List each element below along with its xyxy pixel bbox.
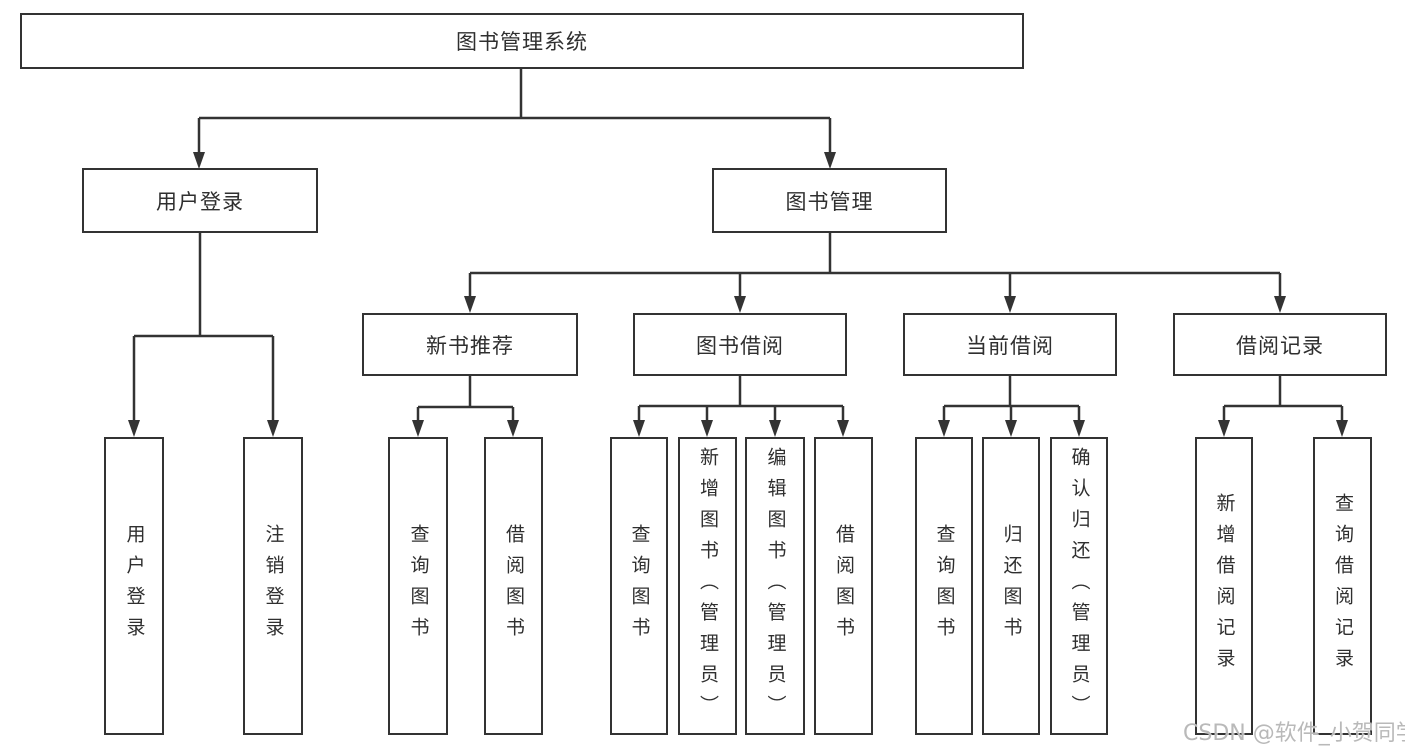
leaf-query-books-current-label: 查询图书 (933, 524, 956, 648)
node-book-borrowing-label: 图书借阅 (696, 333, 784, 358)
leaf-edit-books-admin-label: 编辑图书（管理员） (764, 446, 787, 726)
watermark: CSDN @软件_小贺同学 (1183, 721, 1405, 746)
connector-book-borrowing-children (633, 376, 849, 437)
node-current-borrowing: 当前借阅 (903, 313, 1117, 376)
leaf-borrow-books-borrowing-label: 借阅图书 (833, 524, 855, 648)
leaf-query-borrow-record: 查询借阅记录 (1313, 437, 1372, 735)
leaf-add-books-admin-label: 新增图书（管理员） (697, 446, 719, 726)
leaf-return-books: 归还图书 (982, 437, 1040, 735)
leaf-add-books-admin: 新增图书（管理员） (678, 437, 737, 735)
node-borrowing-records: 借阅记录 (1173, 313, 1387, 376)
node-root-label: 图书管理系统 (456, 30, 588, 54)
leaf-query-borrow-record-label: 查询借阅记录 (1332, 493, 1354, 679)
leaf-return-books-label: 归还图书 (1000, 524, 1023, 648)
node-new-book-recommend: 新书推荐 (362, 313, 578, 376)
connector-current-borrowing-children (938, 376, 1085, 437)
node-current-borrowing-label: 当前借阅 (966, 333, 1054, 358)
leaf-logout: 注销登录 (243, 437, 303, 735)
leaf-query-books-borrowing: 查询图书 (610, 437, 668, 735)
leaf-query-books-recommend: 查询图书 (388, 437, 448, 735)
node-book-management: 图书管理 (712, 168, 947, 233)
connector-user-login-children (128, 233, 279, 437)
leaf-confirm-return-admin-label: 确认归还（管理员） (1068, 446, 1091, 726)
leaf-query-books-recommend-label: 查询图书 (407, 524, 430, 648)
node-root: 图书管理系统 (20, 13, 1024, 69)
leaf-edit-books-admin: 编辑图书（管理员） (745, 437, 805, 735)
leaf-add-borrow-record-label: 新增借阅记录 (1213, 493, 1236, 679)
node-borrowing-records-label: 借阅记录 (1236, 333, 1324, 358)
leaf-borrow-books-recommend: 借阅图书 (484, 437, 543, 735)
node-book-management-label: 图书管理 (785, 189, 874, 214)
leaf-user-login-label: 用户登录 (123, 524, 146, 648)
connector-root-to-level2 (193, 69, 836, 169)
leaf-logout-label: 注销登录 (262, 524, 285, 648)
leaf-borrow-books-borrowing: 借阅图书 (814, 437, 873, 735)
connector-new-book-children (412, 376, 519, 437)
node-book-borrowing: 图书借阅 (633, 313, 847, 376)
leaf-add-borrow-record: 新增借阅记录 (1195, 437, 1253, 735)
leaf-query-books-current: 查询图书 (915, 437, 973, 735)
connector-borrowing-records-children (1218, 376, 1348, 437)
node-user-login-label: 用户登录 (156, 189, 244, 214)
leaf-confirm-return-admin: 确认归还（管理员） (1050, 437, 1108, 735)
leaf-user-login: 用户登录 (104, 437, 164, 735)
node-new-book-recommend-label: 新书推荐 (426, 333, 514, 358)
node-user-login: 用户登录 (82, 168, 318, 233)
leaf-query-books-borrowing-label: 查询图书 (628, 524, 651, 648)
connector-book-management-children (464, 233, 1286, 313)
leaf-borrow-books-recommend-label: 借阅图书 (503, 524, 525, 648)
